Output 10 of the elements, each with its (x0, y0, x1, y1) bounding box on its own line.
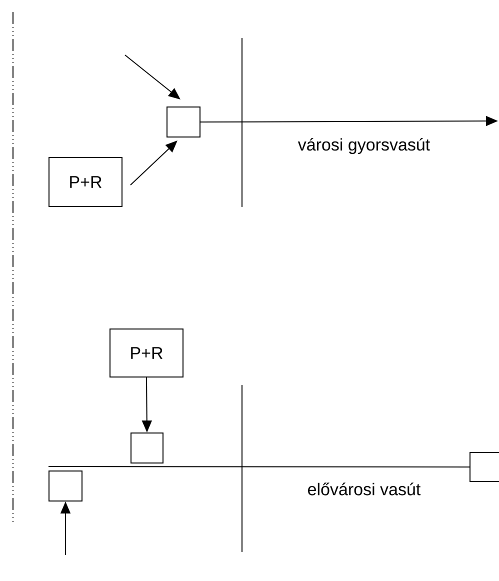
station-box (130, 432, 164, 464)
station-box (166, 106, 200, 138)
station-box (48, 470, 82, 502)
label-box: P+R (48, 157, 122, 207)
station-box (470, 452, 499, 482)
track-line (48, 466, 470, 468)
line-label: elővárosi vasút (308, 482, 421, 496)
line-label: városi gyorsvasút (298, 138, 430, 154)
arrow (130, 140, 178, 186)
label-box: P+R (110, 328, 184, 378)
